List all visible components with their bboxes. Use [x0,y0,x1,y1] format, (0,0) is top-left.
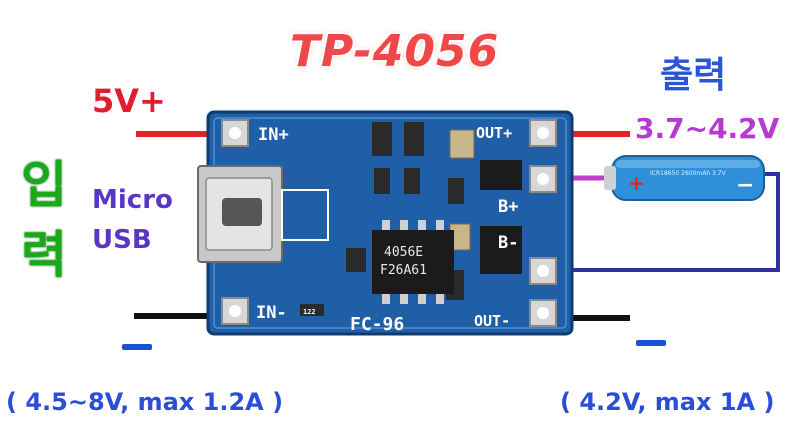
battery-label: ICR18650 2600mAh 3.7V [650,170,727,177]
micro-usb-label-line2: USB [92,225,152,255]
micro-usb-label-line1: Micro [92,185,173,215]
battery-minus-sign: − [736,173,754,198]
input-spec: ( 4.5~8V, max 1.2A ) [6,388,284,416]
led-red [372,122,392,156]
pad-hole [537,173,549,185]
chip-marking-1: 4056E [384,245,423,260]
input-negative-dash [122,344,152,350]
mosfet-ic [480,226,522,274]
tp4056-chip [372,230,454,294]
input-label-char-1: 입 [21,156,67,214]
input-label: 입 력 [14,150,74,290]
pad-hole [537,265,549,277]
chip-pin [400,290,408,304]
pad-hole [537,307,549,319]
chip-pin [382,290,390,304]
battery-negative-wire [548,172,780,272]
diagram-title: TP-4056 [290,26,500,77]
battery-terminal [604,166,616,190]
chip-pin [436,290,444,304]
resistor-r122 [300,304,324,316]
chip-pin [436,220,444,234]
input-voltage-label: 5V+ [92,82,166,120]
chip-pin [382,220,390,234]
resistor [448,178,464,204]
usb-silkscreen [281,189,329,241]
output-negative-dash [636,340,666,346]
chip-pin [418,290,426,304]
silk-out-plus: OUT+ [476,124,512,142]
silk-in-plus: IN+ [258,125,289,145]
battery-plus-sign: + [628,171,645,195]
silk-in-minus: IN- [256,303,287,323]
input-label-char-2: 력 [21,226,67,284]
protection-ic [480,160,522,190]
silk-b-plus: B+ [498,197,518,217]
output-spec: ( 4.2V, max 1A ) [560,388,775,416]
output-range-label: 3.7~4.2V [635,112,780,145]
chip-marking-2: F26A61 [380,263,427,278]
micro-usb-port [222,198,262,226]
resistor [404,168,420,194]
pad-hole [229,305,241,317]
led-blue [404,122,424,156]
chip-pin [400,220,408,234]
resistor [346,248,366,272]
chip-pin [418,220,426,234]
output-label: 출력 [660,55,727,96]
micro-usb-label: Micro USB [92,180,173,260]
capacitor [449,129,475,159]
pad-hole [537,127,549,139]
silk-resistor-code: 122 [303,308,316,316]
battery-highlight [616,160,760,168]
silk-model: FC-96 [350,314,404,335]
resistor [374,168,390,194]
silk-out-minus: OUT- [474,312,510,330]
silk-b-minus: B- [498,233,518,253]
pad-hole [229,127,241,139]
